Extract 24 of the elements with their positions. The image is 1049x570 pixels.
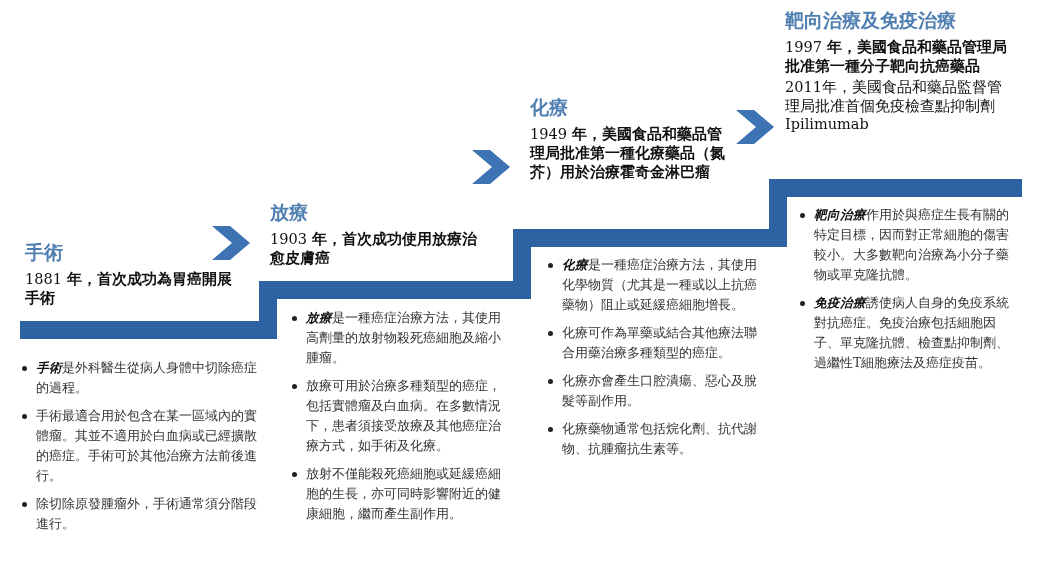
bullet-text: 除切除原發腫瘤外，手術通常須分階段進行。 — [22, 494, 260, 534]
stage-heading: 手術 — [25, 240, 64, 265]
bullet-text: 化療藥物通常包括烷化劑、抗代謝物、抗腫瘤抗生素等。 — [548, 419, 763, 459]
chevron-arrow — [212, 226, 250, 260]
stage-heading: 靶向治療及免疫治療 — [785, 8, 957, 33]
milestone-text: 1903 年，首次成功使用放療治愈皮膚癌 — [270, 230, 478, 268]
bullet-text: 化療亦會產生口腔潰瘍、惡心及脫髮等副作用。 — [548, 371, 763, 411]
bullet-text: 手術最適合用於包含在某一區域內的實體瘤。其並不適用於白血病或已經擴散的癌症。手術可於其他治療方法前後進行。 — [22, 406, 260, 486]
chevron-arrow — [472, 150, 510, 184]
bullet-text: 放射不僅能殺死癌細胞或延緩癌細胞的生長，亦可同時影響附近的健康細胞，繼而產生副作用。 — [292, 464, 507, 524]
milestone-text: 1949 年，美國食品和藥品管理局批准第一種化療藥品（氮芥）用於治療霍奇金淋巴瘤 — [530, 125, 726, 182]
bullet-text: 化療是一種癌症治療方法，其使用化學物質（尤其是一種或以上抗癌藥物）阻止或延緩癌細胞增長。 — [548, 255, 763, 315]
chevron-arrow — [736, 110, 774, 144]
stage-heading: 化療 — [530, 95, 569, 120]
milestone-text: 2011年，美國食品和藥品監督管理局批准首個免疫檢查點抑制劑Ipilimumab — [785, 77, 1003, 135]
bullet-text: 化療可作為單藥或結合其他療法聯合用藥治療多種類型的癌症。 — [548, 323, 763, 363]
milestone-text: 1997 年，美國食品和藥品管理局批准第一種分子靶向抗癌藥品 — [785, 38, 1008, 76]
bullet-text: 免疫治療誘使病人自身的免疫系統對抗癌症。免疫治療包括細胞因子、單克隆抗體、檢查點抑制劑、過繼性T細胞療法及癌症疫苗。 — [800, 293, 1018, 373]
bullet-text: 靶向治療作用於與癌症生長有關的特定目標，因而對正常細胞的傷害較小。大多數靶向治療為小分子藥物或單克隆抗體。 — [800, 205, 1018, 285]
bullet-text: 手術是外科醫生從病人身體中切除癌症的過程。 — [22, 358, 260, 398]
milestone-text: 1881 年，首次成功為胃癌開展手術 — [25, 270, 233, 308]
bullet-text: 放療可用於治療多種類型的癌症，包括實體瘤及白血病。在多數情況下，患者須接受放療及其他癌症治療方式，如手術及化療。 — [292, 376, 507, 456]
bullet-text: 放療是一種癌症治療方法，其使用高劑量的放射物殺死癌細胞及縮小腫瘤。 — [292, 308, 507, 368]
stage-heading: 放療 — [270, 200, 309, 225]
